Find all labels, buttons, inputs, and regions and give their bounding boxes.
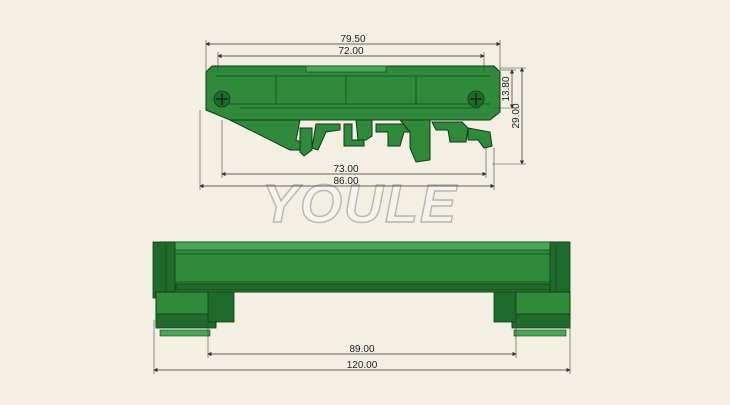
side-view-dimensions: 89.00 120.00 bbox=[153, 320, 571, 374]
dim-base-width: 73.00 bbox=[333, 164, 358, 175]
dim-overall-width: 79.50 bbox=[340, 34, 365, 45]
dim-total-width: 86.00 bbox=[333, 176, 358, 187]
top-view-profile bbox=[205, 65, 501, 163]
top-view-dimensions: 79.50 72.00 73.00 86.00 13.80 29.00 bbox=[199, 34, 526, 190]
dim-total-height: 29.00 bbox=[511, 103, 522, 128]
watermark-text: YOULE bbox=[262, 174, 458, 234]
dim-rail-span: 89.00 bbox=[349, 344, 374, 355]
dim-inner-width: 72.00 bbox=[338, 46, 363, 57]
dim-upper-height: 13.80 bbox=[501, 76, 512, 101]
dim-total-length: 120.00 bbox=[347, 360, 378, 371]
side-view-profile bbox=[152, 241, 571, 337]
